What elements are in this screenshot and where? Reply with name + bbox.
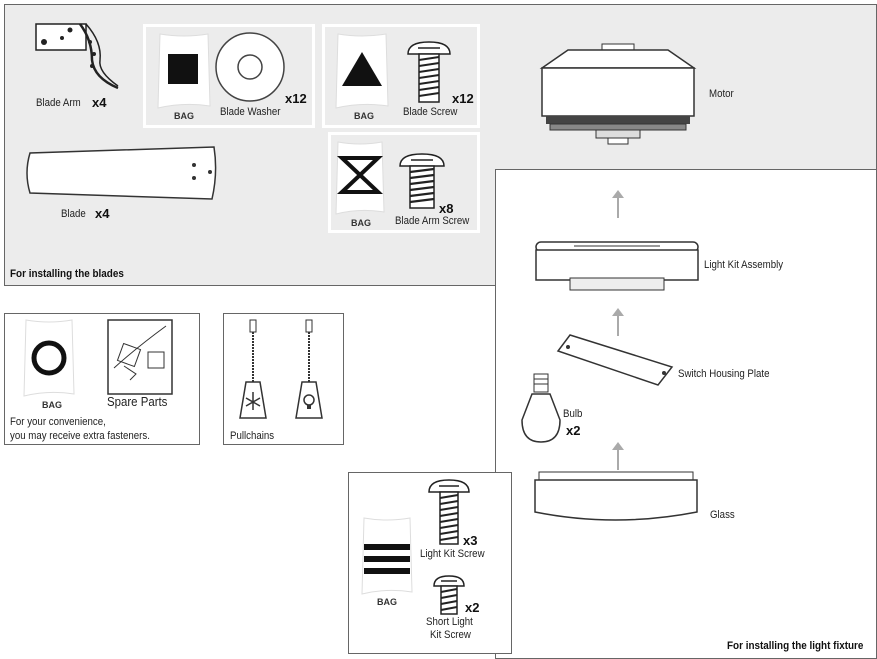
blade-arm-label: Blade Arm bbox=[36, 97, 81, 109]
bulb-icon bbox=[521, 373, 561, 443]
spare-parts-label: Spare Parts bbox=[107, 394, 168, 409]
screw-icon bbox=[399, 153, 445, 209]
spare-parts-icon bbox=[107, 319, 173, 395]
bulb-qty: x2 bbox=[566, 423, 581, 438]
blade-screw-label: Blade Screw bbox=[403, 106, 458, 118]
pullchains-label: Pullchains bbox=[230, 430, 275, 442]
bag-icon bbox=[157, 33, 211, 109]
spare-note-line1: For your convenience, bbox=[10, 416, 106, 428]
glass-label: Glass bbox=[710, 509, 735, 521]
pullchain-icon bbox=[295, 319, 323, 419]
pullchain-icon bbox=[239, 319, 267, 419]
motor-icon bbox=[539, 43, 697, 145]
blade-label: Blade bbox=[61, 208, 86, 220]
screw-icon bbox=[428, 479, 470, 545]
bag-icon bbox=[335, 33, 389, 109]
blade-arm-screw-bag-label: BAG bbox=[351, 218, 371, 228]
blade-washer-label: Blade Washer bbox=[220, 106, 281, 118]
blade-icon bbox=[26, 146, 217, 200]
light-panel-caption: For installing the light fixture bbox=[727, 640, 864, 652]
blade-arm-screw-label: Blade Arm Screw bbox=[395, 215, 470, 227]
arrow-up-icon bbox=[612, 190, 624, 218]
blade-washer-qty: x12 bbox=[285, 91, 307, 106]
bulb-label: Bulb bbox=[563, 408, 583, 420]
short-screw-label-line2: Kit Screw bbox=[430, 629, 471, 641]
blade-arm-icon bbox=[35, 23, 119, 90]
blade-arm-screw-qty: x8 bbox=[439, 201, 454, 216]
washer-icon bbox=[215, 32, 285, 102]
bag-icon bbox=[335, 141, 385, 215]
bag-icon bbox=[23, 319, 75, 397]
switch-housing-plate-icon bbox=[556, 334, 674, 386]
pullchains-panel bbox=[223, 313, 344, 445]
light-kit-screw-label: Light Kit Screw bbox=[420, 548, 485, 560]
blade-arm-screw-box bbox=[328, 132, 480, 233]
spare-note-line2: you may receive extra fasteners. bbox=[10, 430, 150, 442]
light-screws-bag-label: BAG bbox=[377, 597, 397, 607]
blade-screw-box bbox=[322, 24, 480, 128]
blade-qty: x4 bbox=[95, 206, 110, 221]
blade-arm-qty: x4 bbox=[92, 95, 107, 110]
blade-washer-box bbox=[143, 24, 315, 128]
arrow-up-icon bbox=[612, 442, 624, 470]
arrow-up-icon bbox=[612, 308, 624, 336]
screw-icon bbox=[407, 41, 451, 103]
short-screw-label-line1: Short Light bbox=[426, 616, 473, 628]
screw-icon bbox=[433, 575, 465, 615]
blades-panel-caption: For installing the blades bbox=[10, 268, 124, 280]
light-kit-assembly-icon bbox=[535, 241, 699, 291]
short-screw-qty: x2 bbox=[465, 600, 480, 615]
blade-screw-qty: x12 bbox=[452, 91, 474, 106]
light-kit-screw-qty: x3 bbox=[463, 533, 478, 548]
light-kit-assembly-label: Light Kit Assembly bbox=[704, 259, 784, 271]
blade-screw-bag-label: BAG bbox=[354, 111, 374, 121]
spare-bag-label: BAG bbox=[42, 400, 62, 410]
glass-icon bbox=[534, 471, 698, 521]
switch-housing-plate-label: Switch Housing Plate bbox=[678, 368, 770, 380]
bag-icon bbox=[361, 517, 413, 595]
blade-washer-bag-label: BAG bbox=[174, 111, 194, 121]
motor-label: Motor bbox=[709, 88, 734, 100]
